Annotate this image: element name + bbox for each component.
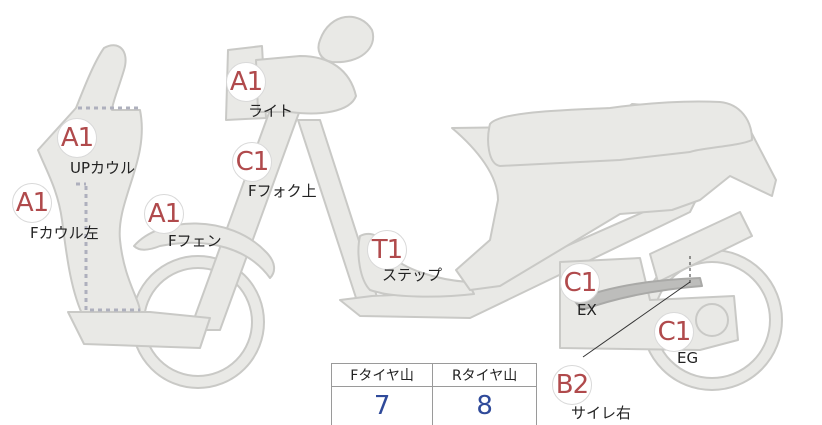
- grade-badge-front-fork-upper: C1: [232, 142, 272, 182]
- seat: [487, 100, 753, 167]
- underbody: [67, 311, 211, 349]
- rear-tire-label: Rタイヤ山: [432, 363, 537, 387]
- part-label-front-fender: Fフェン: [168, 232, 222, 250]
- part-label-step: ステップ: [382, 266, 443, 284]
- handlebar: [317, 15, 375, 64]
- rear-shock: [649, 211, 753, 283]
- front-cowl: [37, 44, 143, 319]
- grade-badge-upper-cowl: A1: [57, 118, 97, 158]
- part-label-silencer-right: サイレ右: [571, 404, 632, 422]
- silencer-leader-line: [582, 281, 691, 358]
- cowl-dotted-line-vertical: [84, 186, 140, 312]
- part-label-upper-cowl: UPカウル: [70, 159, 136, 177]
- part-label-light: ライト: [248, 102, 294, 120]
- front-fender: [133, 222, 276, 279]
- grade-badge-front-fender: A1: [144, 194, 184, 234]
- part-label-exhaust: EX: [577, 301, 597, 319]
- muffler: [573, 277, 703, 311]
- front-tire-label: Fタイヤ山: [330, 363, 434, 387]
- part-label-engine: EG: [677, 349, 699, 367]
- part-label-front-fork-upper: Fフォク上: [248, 182, 317, 200]
- grade-badge-exhaust: C1: [560, 263, 600, 303]
- rear-tire-value: 8: [432, 386, 537, 425]
- front-tire-value: 7: [330, 386, 434, 425]
- grade-badge-front-cowl-left: A1: [12, 183, 52, 223]
- tire-tread-table: Fタイヤ山 Rタイヤ山 7 8: [330, 363, 537, 425]
- grade-badge-step: T1: [367, 230, 407, 270]
- grade-badge-engine: C1: [654, 312, 694, 352]
- grade-badge-light: A1: [226, 62, 266, 102]
- grade-badge-silencer-right: B2: [552, 365, 592, 405]
- head-cowl: [255, 55, 357, 115]
- part-label-front-cowl-left: Fカウル左: [30, 224, 99, 242]
- rear-hub: [695, 303, 729, 337]
